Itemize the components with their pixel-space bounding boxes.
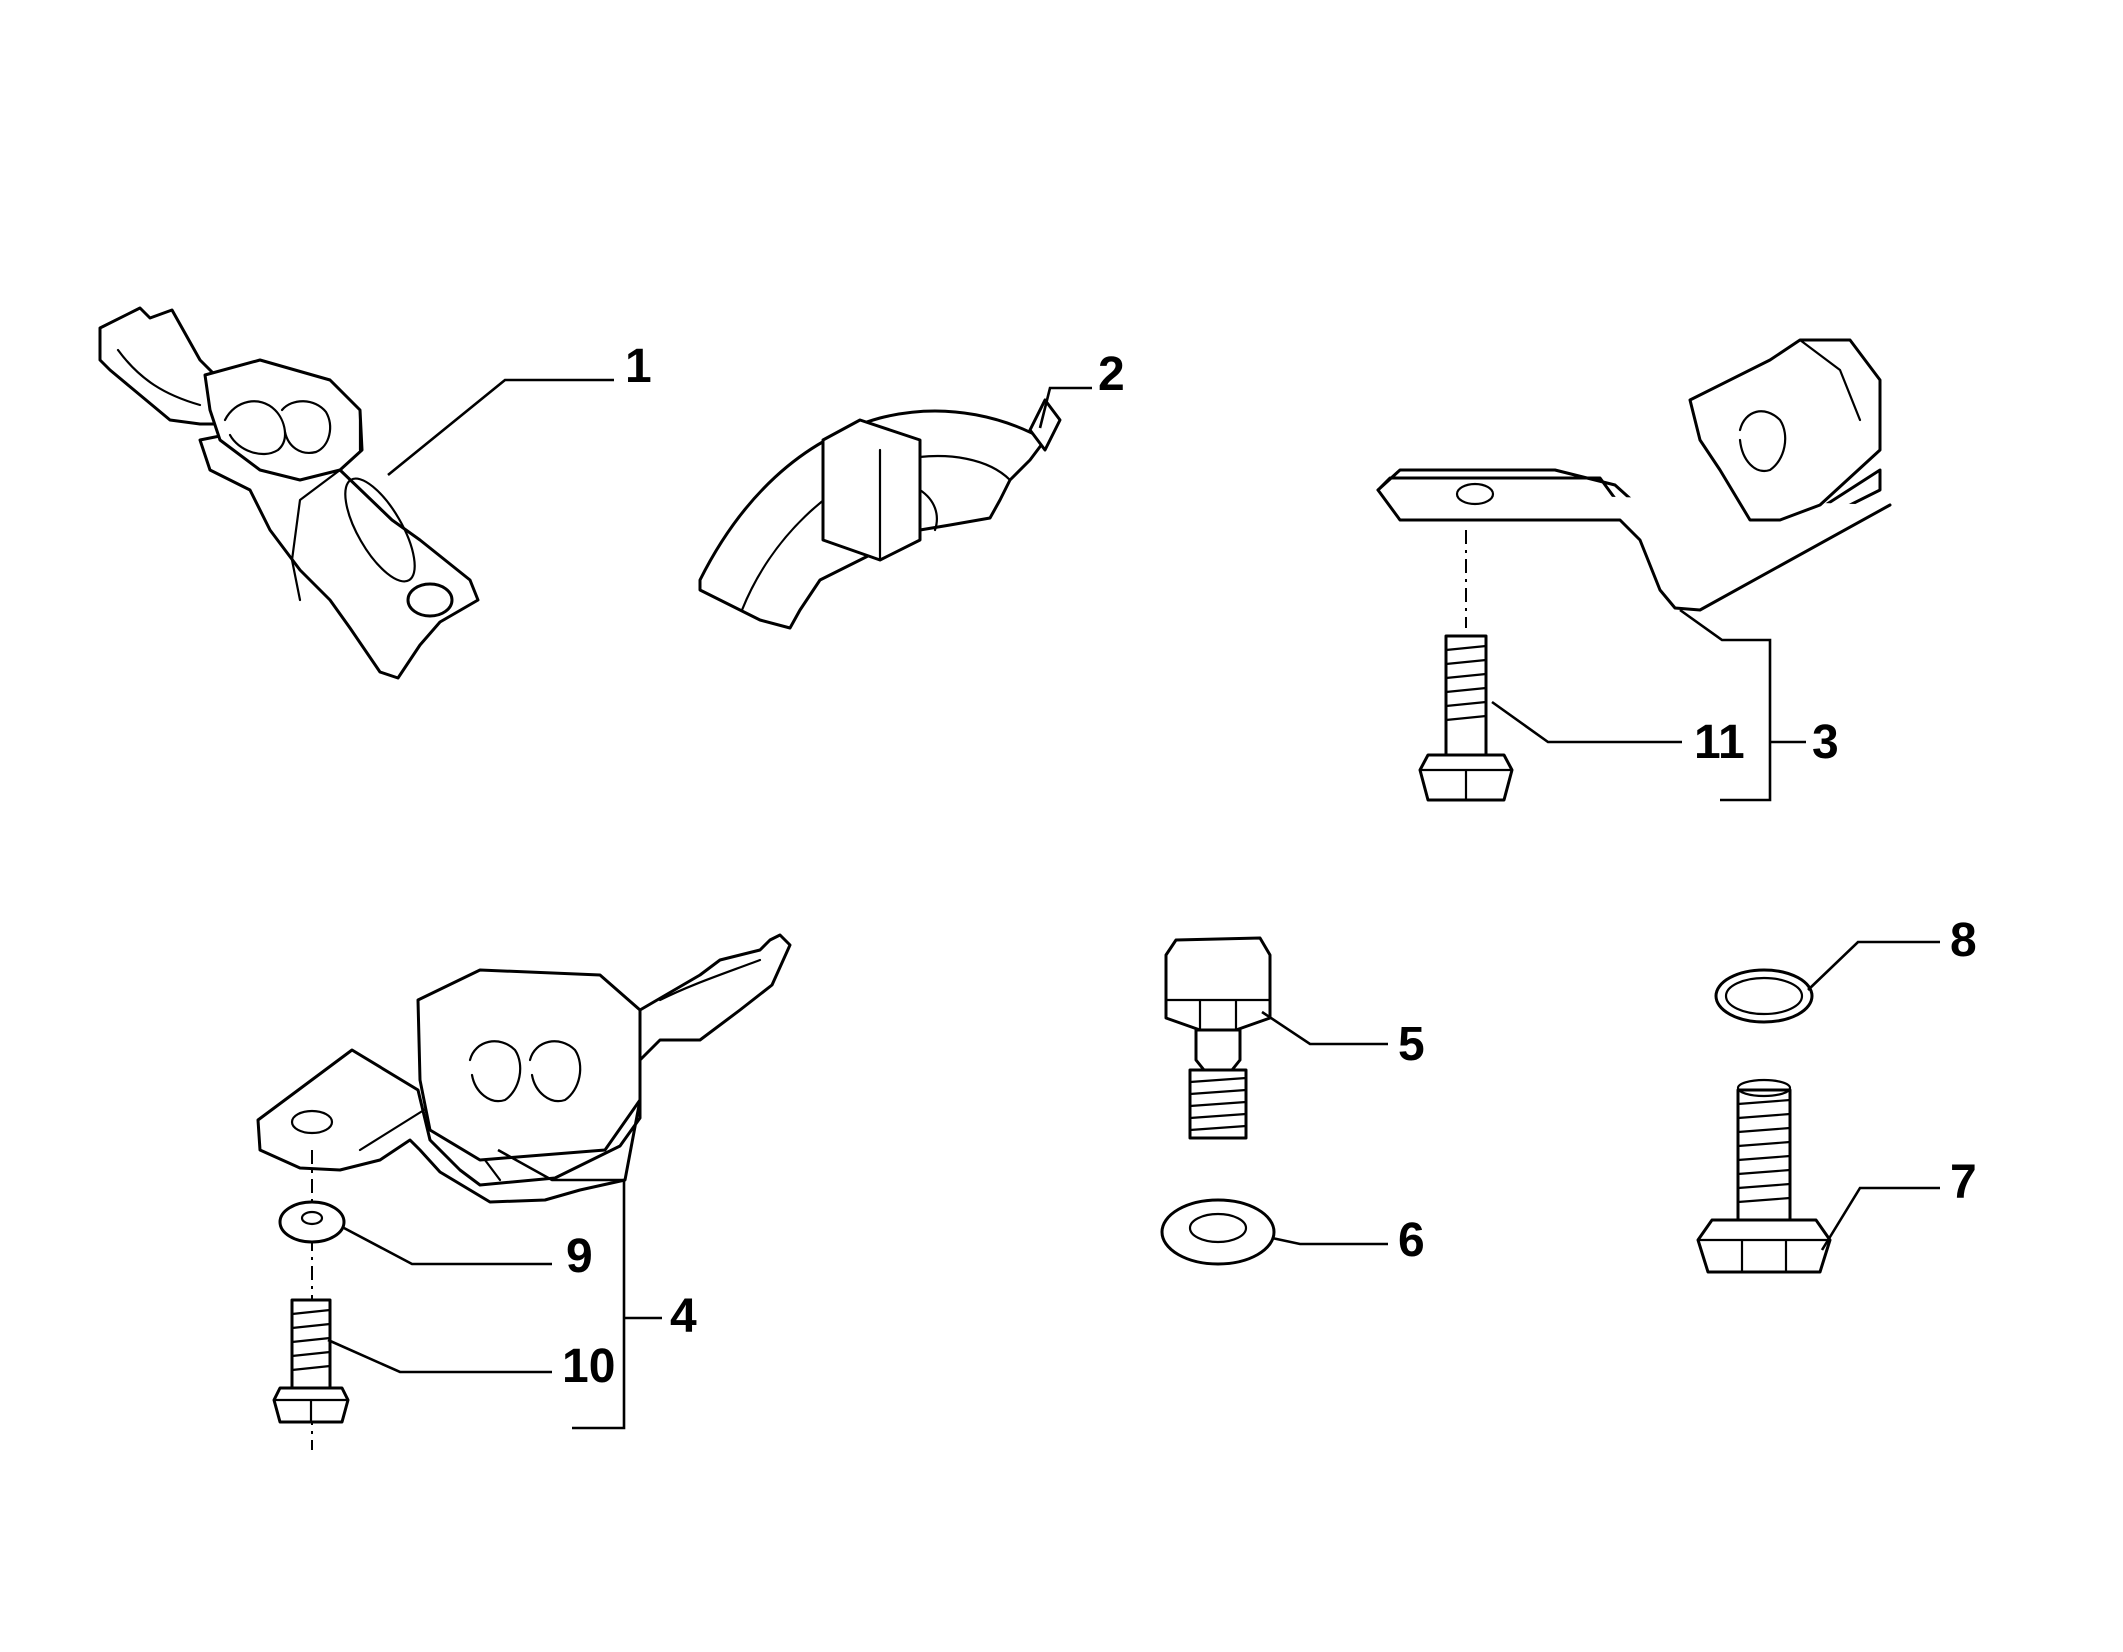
leader-3-bracket bbox=[1679, 608, 1772, 802]
leader-4-bracket bbox=[497, 1148, 626, 1430]
part-9-washer bbox=[278, 1200, 346, 1244]
part-3-offset-bracket bbox=[1376, 338, 1892, 612]
callout-6: 6 bbox=[1398, 1214, 1425, 1267]
leader-10 bbox=[327, 1338, 552, 1374]
part-11-bolt bbox=[1418, 634, 1514, 802]
callout-5: 5 bbox=[1398, 1018, 1425, 1071]
part-5-banjo-bolt bbox=[1164, 936, 1272, 1140]
leader-7 bbox=[1820, 1186, 1940, 1251]
leader-5 bbox=[1261, 1010, 1388, 1046]
part-4-clip-bracket bbox=[256, 933, 792, 1204]
part-7-hex-bolt bbox=[1696, 1078, 1832, 1274]
callout-10: 10 bbox=[562, 1340, 615, 1393]
part-1-pipe-clip-bracket bbox=[98, 306, 480, 680]
part-10-bolt bbox=[272, 1298, 350, 1424]
leader-9 bbox=[343, 1226, 552, 1266]
leader-1 bbox=[387, 378, 614, 477]
callout-3: 3 bbox=[1812, 716, 1839, 769]
callout-1: 1 bbox=[625, 340, 652, 393]
callout-7: 7 bbox=[1950, 1156, 1977, 1209]
leader-2 bbox=[1038, 386, 1092, 429]
callout-4: 4 bbox=[670, 1290, 697, 1343]
part-2-arched-clip bbox=[698, 398, 1062, 630]
callout-9: 9 bbox=[566, 1230, 593, 1283]
callout-2: 2 bbox=[1098, 348, 1125, 401]
leader-11 bbox=[1491, 700, 1682, 744]
leader-6 bbox=[1271, 1236, 1388, 1246]
part-8-seal-ring bbox=[1714, 968, 1814, 1024]
part-6-washer bbox=[1160, 1198, 1276, 1266]
callout-11: 11 bbox=[1694, 716, 1745, 769]
callout-8: 8 bbox=[1950, 914, 1977, 967]
leader-8 bbox=[1807, 940, 1940, 991]
leader-lines bbox=[327, 378, 1940, 1430]
